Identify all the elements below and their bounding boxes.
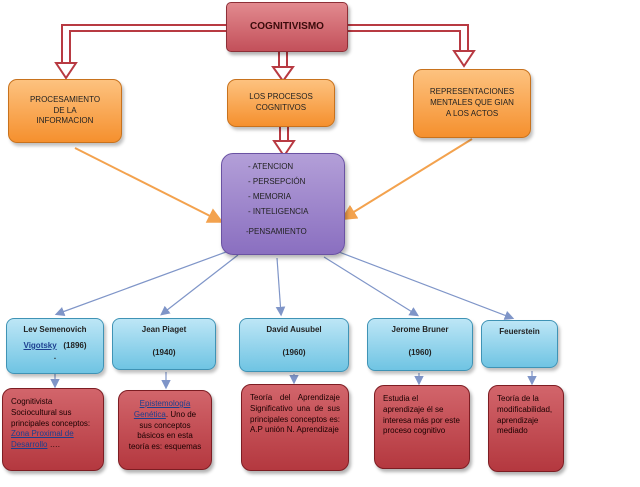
node-representaciones-line1: REPRESENTACIONES xyxy=(429,87,515,97)
node-process-list: - ATENCION - PERSEPCIÓN - MEMORIA - INTE… xyxy=(221,153,345,255)
description-link-zona-proximal[interactable]: Zona Proximal de Desarrollo xyxy=(11,429,74,450)
author-vigotsky: Lev Semenovich Vigotsky (1896) . xyxy=(6,318,104,374)
author-year: (1896) xyxy=(63,340,87,350)
author-bruner: Jerome Bruner (1960) xyxy=(367,318,473,371)
author-name: David Ausubel xyxy=(266,325,322,334)
root-connectors xyxy=(61,24,469,142)
root-arrowheads xyxy=(54,50,476,158)
description-text: . Uno de sus conceptos básicos en esta t… xyxy=(128,409,202,452)
process-item: - ATENCION xyxy=(248,162,294,171)
description-text: Cognitivista Sociocultural sus principal… xyxy=(11,397,91,428)
description-tail: …. xyxy=(49,440,60,450)
author-ausubel: David Ausubel (1960) xyxy=(239,318,349,372)
author-name: Jean Piaget xyxy=(141,325,187,334)
node-procesamiento-line1: PROCESAMIENTO xyxy=(29,94,101,104)
author-piaget: Jean Piaget (1940) xyxy=(112,318,216,370)
description-piaget: Epistemología Genética. Uno de sus conce… xyxy=(118,390,212,470)
author-year: (1940) xyxy=(152,347,176,357)
description-connectors xyxy=(50,371,537,390)
node-procesamiento-line3: INFORMACION xyxy=(36,116,94,126)
author-feuerstein: Feuerstein xyxy=(481,320,558,368)
description-text: Teoría de la modificabilidad, aprendizaj… xyxy=(497,394,553,436)
description-vigotsky: Cognitivista Sociocultural sus principal… xyxy=(2,388,104,471)
description-text: Teoría del Aprendizaje Significativo una… xyxy=(250,393,340,435)
process-item: - INTELIGENCIA xyxy=(248,207,309,216)
description-feuerstein: Teoría de la modificabilidad, aprendizaj… xyxy=(488,385,564,472)
author-name: Jerome Bruner xyxy=(391,325,449,334)
root-title: COGNITIVISMO xyxy=(250,21,324,33)
arrow-left-to-processes xyxy=(74,147,224,223)
description-bruner: Estudia el aprendizaje él se interesa má… xyxy=(374,385,470,469)
description-text: Estudia el aprendizaje él se interesa má… xyxy=(383,394,460,436)
node-representaciones: REPRESENTACIONES MENTALES QUE GIAN A LOS… xyxy=(413,69,531,138)
author-year: (1960) xyxy=(282,347,306,357)
author-connectors xyxy=(54,251,515,320)
author-link-vigotsky[interactable]: Vigotsky xyxy=(23,340,57,350)
node-procesos-line2: COGNITIVOS xyxy=(255,103,307,112)
author-name: Feuerstein xyxy=(499,327,540,336)
process-item: - PERSEPCIÓN xyxy=(248,177,306,186)
description-ausubel: Teoría del Aprendizaje Significativo una… xyxy=(241,384,349,471)
author-name: Lev Semenovich xyxy=(23,325,87,334)
author-year: (1960) xyxy=(408,347,432,357)
author-dot: . xyxy=(53,351,57,361)
description-link-epistemologia[interactable]: Epistemología Genética xyxy=(133,399,191,419)
process-item: - MEMORIA xyxy=(248,192,292,201)
node-procesos-line1: LOS PROCESOS xyxy=(249,92,313,102)
node-representaciones-line3: A LOS ACTOS xyxy=(445,108,499,118)
node-procesos-cognitivos: LOS PROCESOS COGNITIVOS xyxy=(227,79,335,127)
root-node: COGNITIVISMO xyxy=(226,2,348,52)
node-procesamiento-line2: DE LA xyxy=(53,105,77,115)
node-procesamiento: PROCESAMIENTO DE LA INFORMACION xyxy=(8,79,122,143)
process-extra: -PENSAMIENTO xyxy=(246,227,307,236)
arrow-right-to-processes xyxy=(340,138,473,221)
node-representaciones-line2: MENTALES QUE GIAN xyxy=(430,98,514,108)
